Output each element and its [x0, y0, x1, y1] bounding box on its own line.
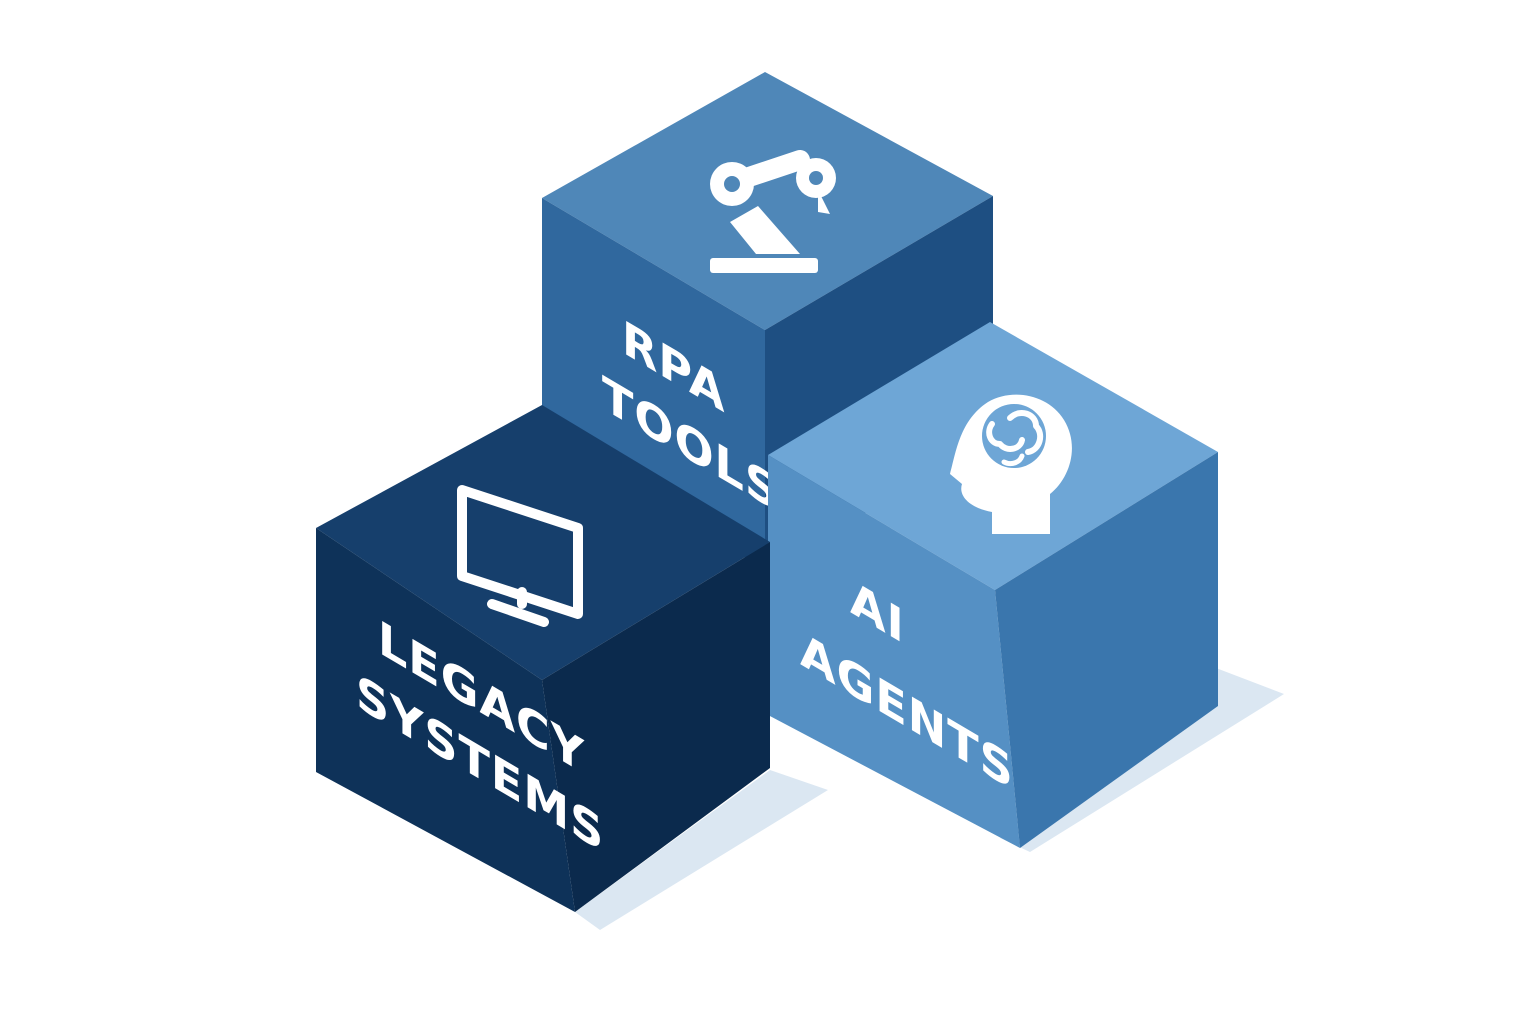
ai-agents-front-face	[768, 455, 1020, 848]
ai-agents-side-face	[995, 452, 1218, 848]
ai-agents-block: AI AGENTS	[768, 322, 1218, 848]
legacy-systems-front-face	[316, 528, 575, 912]
legacy-systems-shadow	[575, 770, 828, 930]
legacy-systems-side-face	[542, 542, 770, 912]
rpa-tools-front-face	[542, 198, 765, 570]
legacy-systems-block: LEGACY SYSTEMS	[316, 405, 770, 912]
robot-arm-icon	[710, 150, 836, 273]
rpa-tools-top-face	[542, 72, 993, 330]
legacy-systems-top-face	[316, 405, 770, 680]
head-brain-icon	[950, 394, 1072, 534]
monitor-icon	[457, 485, 583, 627]
